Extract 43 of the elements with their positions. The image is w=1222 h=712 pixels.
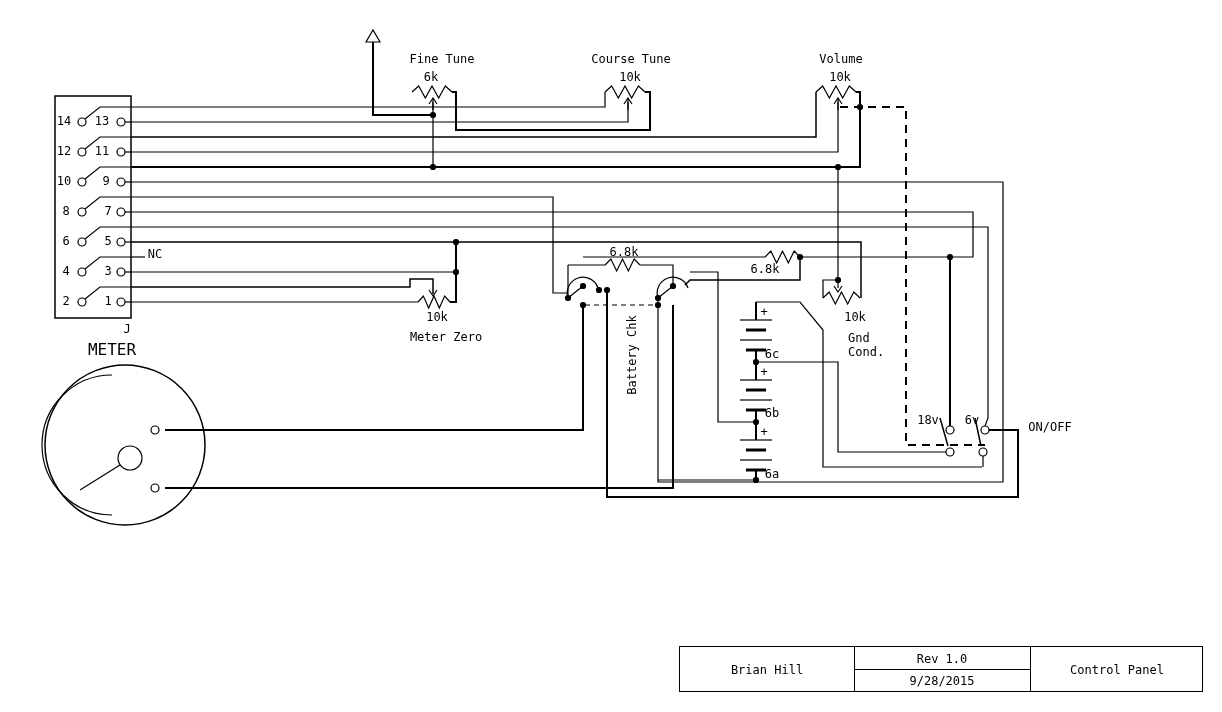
pin-number: 14 [56,115,72,129]
resistance-value: 10k [619,71,641,85]
control-name: Fine Tune [409,53,475,67]
meter-name: METER [87,340,137,360]
switch-name: ON/OFF [1028,421,1072,435]
battery-tap-name: 6b [764,407,780,421]
switch-position-name: 6v [964,414,980,428]
polarity-sign: + [760,366,768,380]
switch-name: Battery Chk [626,315,640,395]
polarity-sign: + [760,426,768,440]
pin-number: 2 [62,295,70,309]
polarity-sign: + [760,306,768,320]
pin-number: 12 [56,145,72,159]
pin-number: 5 [104,235,112,249]
control-name: Meter Zero [409,331,483,345]
resistance-value: 10k [829,71,851,85]
resistance-value: 10k [844,311,866,325]
control-name: Gnd Cond. [848,332,884,360]
connector-name: J [123,323,131,337]
resistance-value: 6k [423,71,439,85]
pin-number: 7 [104,205,112,219]
control-name: Volume [819,53,863,67]
pin-note: NC [147,248,163,262]
pin-number: 10 [56,175,72,189]
battery-tap-name: 6c [764,348,780,362]
drawing-date: 9/28/2015 [909,674,975,688]
pin-number: 1 [104,295,112,309]
resistance-value: 6.8k [750,263,780,277]
pin-number: 9 [102,175,110,189]
control-name: Course Tune [591,53,671,67]
switch-position-name: 18v [917,414,939,428]
pin-number: 11 [94,145,110,159]
resistance-value: 10k [426,311,448,325]
resistance-value: 6.8k [609,246,639,260]
pin-number: 8 [62,205,70,219]
pin-number: 13 [94,115,110,129]
revision-number: Rev 1.0 [916,652,968,666]
sheet-title: Control Panel [1070,663,1164,677]
pin-number: 3 [104,265,112,279]
pin-number: 6 [62,235,70,249]
battery-tap-name: 6a [764,468,780,482]
pin-number: 4 [62,265,70,279]
author-name: Brian Hill [730,663,804,677]
